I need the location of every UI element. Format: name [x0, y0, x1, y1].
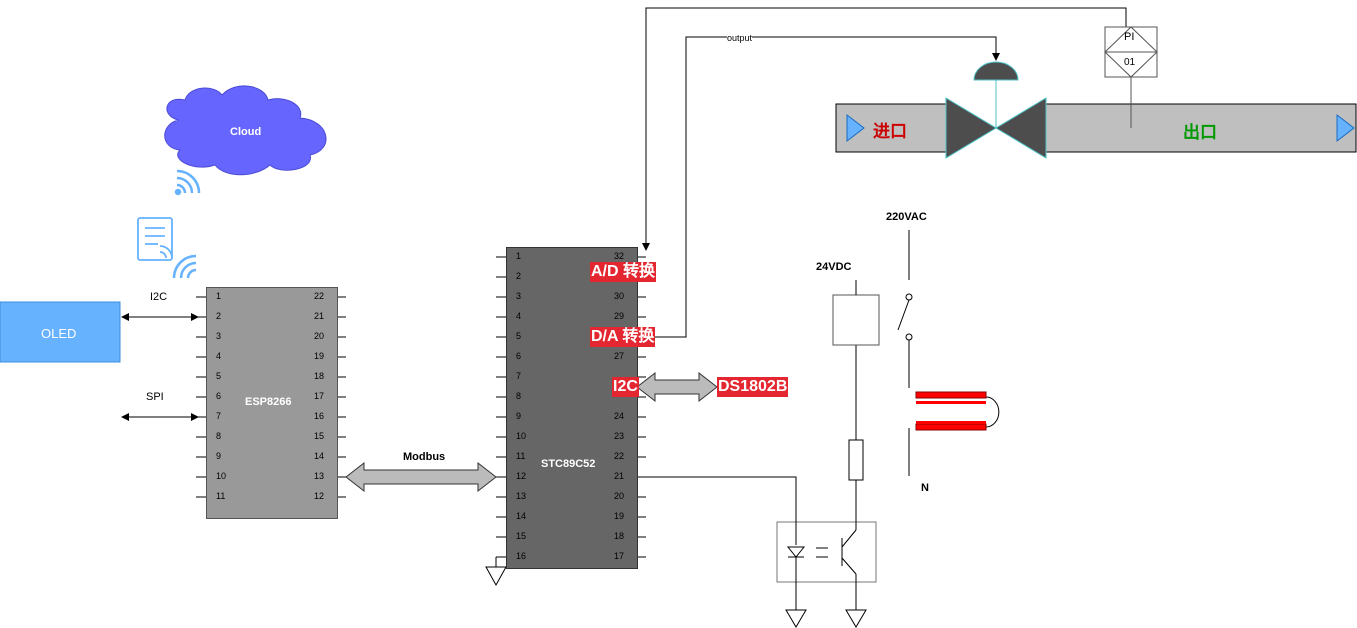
- output-line: [637, 36, 1000, 338]
- stc89c52-label: STC89C52: [541, 458, 596, 470]
- stc-pin-right: 19: [613, 511, 624, 521]
- stc-pin-left: 3: [516, 291, 522, 301]
- inlet-arrow-icon: [846, 113, 865, 143]
- i2c-ds-arrow: [636, 371, 718, 403]
- pi-instrument: [1104, 26, 1158, 128]
- ground-symbol-3: [845, 609, 867, 628]
- oled-label: OLED: [41, 326, 77, 341]
- esp-pin-left: 5: [216, 371, 222, 381]
- esp-pin-right: 21: [313, 311, 324, 321]
- pi-number: 01: [1124, 57, 1136, 68]
- stc-pin-left: 13: [516, 491, 527, 501]
- stc-pin-left: 11: [516, 451, 526, 461]
- da-convert-tag: D/A 转换: [590, 327, 656, 347]
- stc-pin-right: 32: [613, 251, 624, 261]
- outlet-pipe: [1045, 103, 1357, 153]
- stc-pin-right: 21: [613, 471, 624, 481]
- esp8266-chip: ESP8266: [206, 287, 338, 519]
- esp-pin-right: 16: [313, 411, 324, 421]
- esp-pin-right: 17: [313, 391, 324, 401]
- outlet-label: 出口: [1183, 123, 1217, 142]
- esp-pin-right: 15: [313, 431, 324, 441]
- stc-pin-left: 1: [516, 251, 522, 261]
- stc-pin-left: 16: [516, 551, 527, 561]
- modbus-label: Modbus: [403, 451, 446, 463]
- feedback-line: [642, 7, 1127, 251]
- stc-pin-right: 20: [613, 491, 624, 501]
- esp-pin-left: 4: [216, 351, 222, 361]
- neutral-label: N: [921, 482, 929, 494]
- spi-label: SPI: [146, 391, 164, 403]
- outlet-arrow-icon: [1336, 113, 1355, 143]
- modbus-arrow: [345, 461, 497, 493]
- ground-symbol: [485, 566, 507, 587]
- dc-voltage-label: 24VDC: [816, 261, 852, 273]
- stc-pin-right: 24: [613, 411, 624, 421]
- pi-label: PI: [1124, 31, 1135, 43]
- i2c-tag: I2C: [612, 377, 639, 397]
- esp-pin-left: 7: [216, 411, 222, 421]
- wifi-icon: [174, 169, 201, 196]
- wifi-icon-2: [172, 254, 197, 279]
- esp-pin-left: 2: [216, 311, 222, 321]
- i2c-label: I2C: [150, 291, 168, 303]
- stc-pin-right: 17: [613, 551, 624, 561]
- output-label: output: [727, 33, 753, 43]
- stc-pin-left: 9: [516, 411, 522, 421]
- esp-pin-right: 22: [313, 291, 324, 301]
- esp-pin-right: 18: [313, 371, 324, 381]
- stc-pin-right: 29: [613, 311, 624, 321]
- ac-relay-circuit: [897, 230, 1000, 476]
- cloud-shape: [164, 85, 327, 176]
- esp-pin-right: 13: [313, 471, 324, 481]
- stc-pin-left: 10: [516, 431, 527, 441]
- esp8266-label: ESP8266: [245, 396, 292, 408]
- esp-pin-right: 14: [313, 451, 324, 461]
- valve-actuator-icon: [973, 61, 1019, 81]
- wireless-document-icon: [137, 217, 173, 261]
- stc-pin-left: 6: [516, 351, 522, 361]
- esp-pin-left: 1: [216, 291, 222, 301]
- oled-box: [0, 301, 121, 363]
- cloud-label: Cloud: [230, 126, 262, 138]
- ground-symbol-2: [785, 609, 807, 628]
- stc-pin-left: 7: [516, 371, 522, 381]
- control-valve: [945, 61, 1047, 159]
- esp-pin-left: 3: [216, 331, 222, 341]
- stc-pin-left: 12: [516, 471, 527, 481]
- stc-pin-right: 18: [613, 531, 624, 541]
- stc-pin-right: 27: [613, 351, 624, 361]
- esp-pin-right: 12: [313, 491, 324, 501]
- stc-pin-right: 30: [613, 291, 624, 301]
- esp-pin-right: 19: [313, 351, 324, 361]
- esp-pin-left: 10: [216, 471, 227, 481]
- stc-pin-left: 8: [516, 391, 522, 401]
- stc-pin-left: 14: [516, 511, 527, 521]
- esp-pin-left: 9: [216, 451, 222, 461]
- stc-pin-right: 23: [613, 431, 624, 441]
- stc-pin-left: 2: [516, 271, 522, 281]
- inlet-label: 进口: [873, 122, 907, 141]
- esp-pin-left: 11: [216, 491, 226, 501]
- esp-pin-left: 8: [216, 431, 222, 441]
- esp-pin-right: 20: [313, 331, 324, 341]
- ac-voltage-label: 220VAC: [886, 211, 927, 223]
- ad-convert-tag: A/D 转换: [590, 262, 657, 282]
- ds1802b-tag: DS1802B: [717, 377, 789, 397]
- stc-pin-left: 5: [516, 331, 522, 341]
- stc-pin-left: 15: [516, 531, 527, 541]
- optocoupler: [776, 521, 877, 583]
- stc-pin-right: 22: [613, 451, 624, 461]
- stc-pin-left: 4: [516, 311, 522, 321]
- stc89c52-chip: STC89C52: [506, 247, 638, 569]
- esp-pin-left: 6: [216, 391, 222, 401]
